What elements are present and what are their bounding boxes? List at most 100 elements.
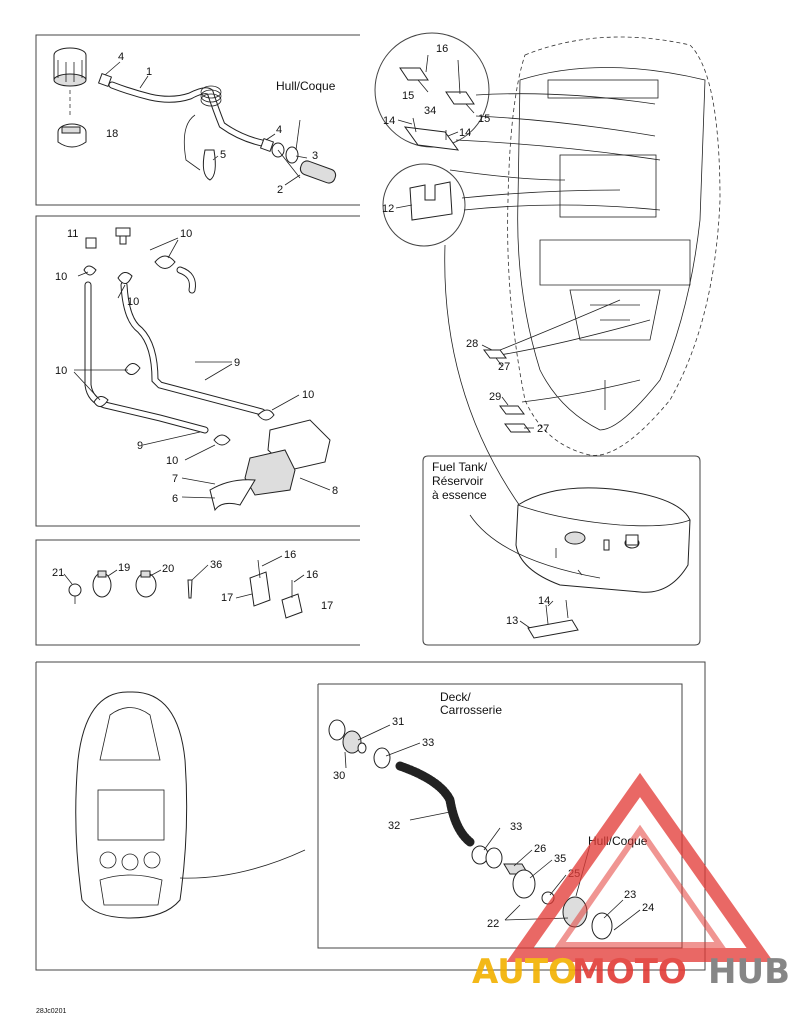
- deck-label-line1: Deck/: [440, 690, 471, 704]
- callout-14-tank: 14: [538, 595, 550, 607]
- panel-frame: [35, 215, 360, 527]
- clamp-part: [257, 409, 275, 421]
- panel-filler-hose: 4 1 Hull/Coque 18 4 5 3 2: [35, 34, 360, 206]
- callout-10-left: 10: [55, 271, 67, 283]
- callout-1: 1: [146, 66, 152, 78]
- panel-hull-top-view: 16 15 15 34 14 14 12 28 27 29 27: [374, 32, 721, 521]
- callout-34: 34: [424, 105, 436, 117]
- nut-23: [591, 912, 613, 940]
- callout-33-bottom: 33: [510, 821, 522, 833]
- watermark-moto: MOTO: [572, 952, 687, 992]
- bracket-15a: [399, 67, 429, 81]
- panel-frame: [422, 455, 701, 646]
- callout-10-mid: 10: [127, 296, 139, 308]
- callout-27b: 27: [537, 423, 549, 435]
- bracket-29: [499, 405, 525, 415]
- fuel-tank-label-line2: Réservoir: [432, 474, 483, 488]
- automotohub-watermark: AUTO MOTO HUB: [472, 772, 790, 992]
- craft-top-view: [75, 691, 188, 919]
- callout-10-lower-left: 10: [55, 365, 67, 377]
- t-fitting-part: [85, 227, 131, 249]
- callout-17b: 17: [321, 600, 333, 612]
- watermark-hub: HUB: [708, 952, 790, 992]
- callout-9-top: 9: [234, 357, 240, 369]
- callout-19: 19: [118, 562, 130, 574]
- detail-circle-block: [382, 163, 466, 247]
- rivet-part: [187, 579, 193, 599]
- foam-block-12: [409, 181, 453, 221]
- bracket-28: [483, 349, 507, 359]
- callout-11: 11: [67, 228, 78, 240]
- callout-32: 32: [388, 820, 400, 832]
- panel-frame-inner: [317, 683, 683, 949]
- bracket-part: [249, 571, 271, 607]
- callout-16-top: 16: [436, 43, 448, 55]
- watermark-logo-icon: [506, 772, 774, 962]
- callout-10-top: 10: [180, 228, 192, 240]
- clamp-part: [124, 363, 141, 375]
- bracket-27: [504, 423, 531, 433]
- clamp-part: [117, 272, 133, 284]
- callout-14b: 14: [459, 127, 471, 139]
- callout-26: 26: [534, 843, 546, 855]
- panel-frame-outer: [35, 661, 706, 971]
- callout-4b: 4: [276, 124, 282, 136]
- callout-20: 20: [162, 563, 174, 575]
- callout-18: 18: [106, 128, 118, 140]
- callout-16a: 16: [284, 549, 296, 561]
- callout-14a: 14: [383, 115, 395, 127]
- callout-15a: 15: [402, 90, 414, 102]
- callout-10-right: 10: [302, 389, 314, 401]
- callout-15b: 15: [478, 113, 490, 125]
- fuel-tank-label-line3: à essence: [432, 488, 487, 502]
- callout-27a: 27: [498, 361, 510, 373]
- deck-label-line2: Carrosserie: [440, 703, 502, 717]
- clip-part: [202, 149, 216, 181]
- callout-21: 21: [52, 567, 64, 579]
- callout-31: 31: [392, 716, 404, 728]
- clamp-part: [154, 255, 176, 269]
- callout-13: 13: [506, 615, 518, 627]
- panel-fuel-tank: Fuel Tank/ Réservoir à essence 14 13: [422, 455, 701, 646]
- callout-2: 2: [277, 184, 283, 196]
- callout-7: 7: [172, 473, 178, 485]
- panel-frame: [35, 34, 360, 206]
- panel-filler-neck: Deck/ Carrosserie Hull/Coque 31 33 30 32…: [35, 661, 706, 971]
- panel-hoses: 11 10 10 10 9 10 9 10 7 6 8 10 10: [35, 215, 360, 527]
- callout-12: 12: [382, 203, 394, 215]
- hull-label-top: Hull/Coque: [276, 79, 336, 93]
- bracket-15b: [445, 91, 475, 105]
- callout-10-lower: 10: [166, 455, 178, 467]
- strap-13: [527, 619, 579, 639]
- callout-9-bottom: 9: [137, 440, 143, 452]
- panel-small-parts: 21 19 20 36 16 16 17 17: [35, 539, 360, 646]
- fuel-tank-label-line1: Fuel Tank/: [432, 460, 488, 474]
- fuel-pickup-part: [209, 419, 331, 512]
- hull-outline: [507, 36, 721, 456]
- clamp-part: [213, 434, 231, 446]
- callout-35: 35: [554, 853, 566, 865]
- strap-34: [403, 126, 460, 151]
- filler-cap-part: [53, 47, 87, 148]
- callout-36: 36: [210, 559, 222, 571]
- fitting-35: [512, 869, 536, 899]
- hose-loop-left: [84, 281, 209, 434]
- callout-22: 22: [487, 918, 499, 930]
- bracket-part: [281, 593, 303, 619]
- panel-frame: [35, 539, 360, 646]
- filler-hose-32: [395, 761, 475, 847]
- callout-17a: 17: [221, 592, 233, 604]
- figure-code: 28Jc0201: [36, 1008, 66, 1015]
- screw-part: [68, 583, 82, 597]
- callout-28: 28: [466, 338, 478, 350]
- callout-24: 24: [642, 902, 654, 914]
- callout-16b: 16: [306, 569, 318, 581]
- callout-4a: 4: [118, 51, 124, 63]
- fuel-hose-1: [97, 72, 275, 171]
- callout-33-top: 33: [422, 737, 434, 749]
- fuel-tank-part: [515, 487, 691, 593]
- callout-5: 5: [220, 149, 226, 161]
- callout-3: 3: [312, 150, 318, 162]
- watermark-auto: AUTO: [472, 952, 577, 992]
